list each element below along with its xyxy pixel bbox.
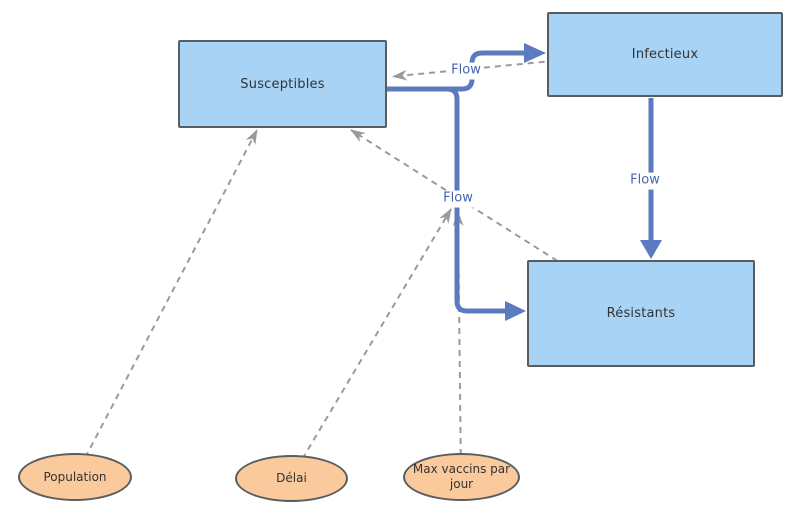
variable-population-label: Population (43, 469, 107, 484)
flow-label-infectieux-to-resistants[interactable]: Flow (628, 172, 662, 190)
variable-population[interactable]: Population (18, 453, 132, 501)
link-population-to-susceptibles[interactable] (74, 129, 258, 478)
variable-max-vaccins-par-jour[interactable]: Max vaccins par jour (403, 453, 520, 501)
link-delai-to-flow[interactable] (290, 208, 452, 479)
variable-max-vaccins-label: Max vaccins par jour (412, 462, 511, 491)
flow-arrowhead-into-resistants-left[interactable] (505, 301, 526, 321)
stock-susceptibles[interactable]: Susceptibles (178, 40, 387, 128)
stock-infectieux-label: Infectieux (631, 47, 699, 62)
stock-infectieux[interactable]: Infectieux (547, 12, 783, 97)
flow-label-susceptibles-to-infectieux[interactable]: Flow (449, 62, 483, 80)
stock-resistants-label: Résistants (606, 306, 676, 321)
flow-arrowhead-into-resistants-top[interactable] (640, 240, 662, 259)
stock-susceptibles-label: Susceptibles (240, 76, 325, 92)
variable-delai[interactable]: Délai (235, 455, 348, 502)
flow-label-susceptibles-to-resistants[interactable]: Flow (441, 190, 475, 208)
stock-resistants[interactable]: Résistants (527, 260, 755, 367)
variable-delai-label: Délai (276, 471, 307, 485)
flow-arrowhead-into-infectieux[interactable] (524, 43, 546, 63)
